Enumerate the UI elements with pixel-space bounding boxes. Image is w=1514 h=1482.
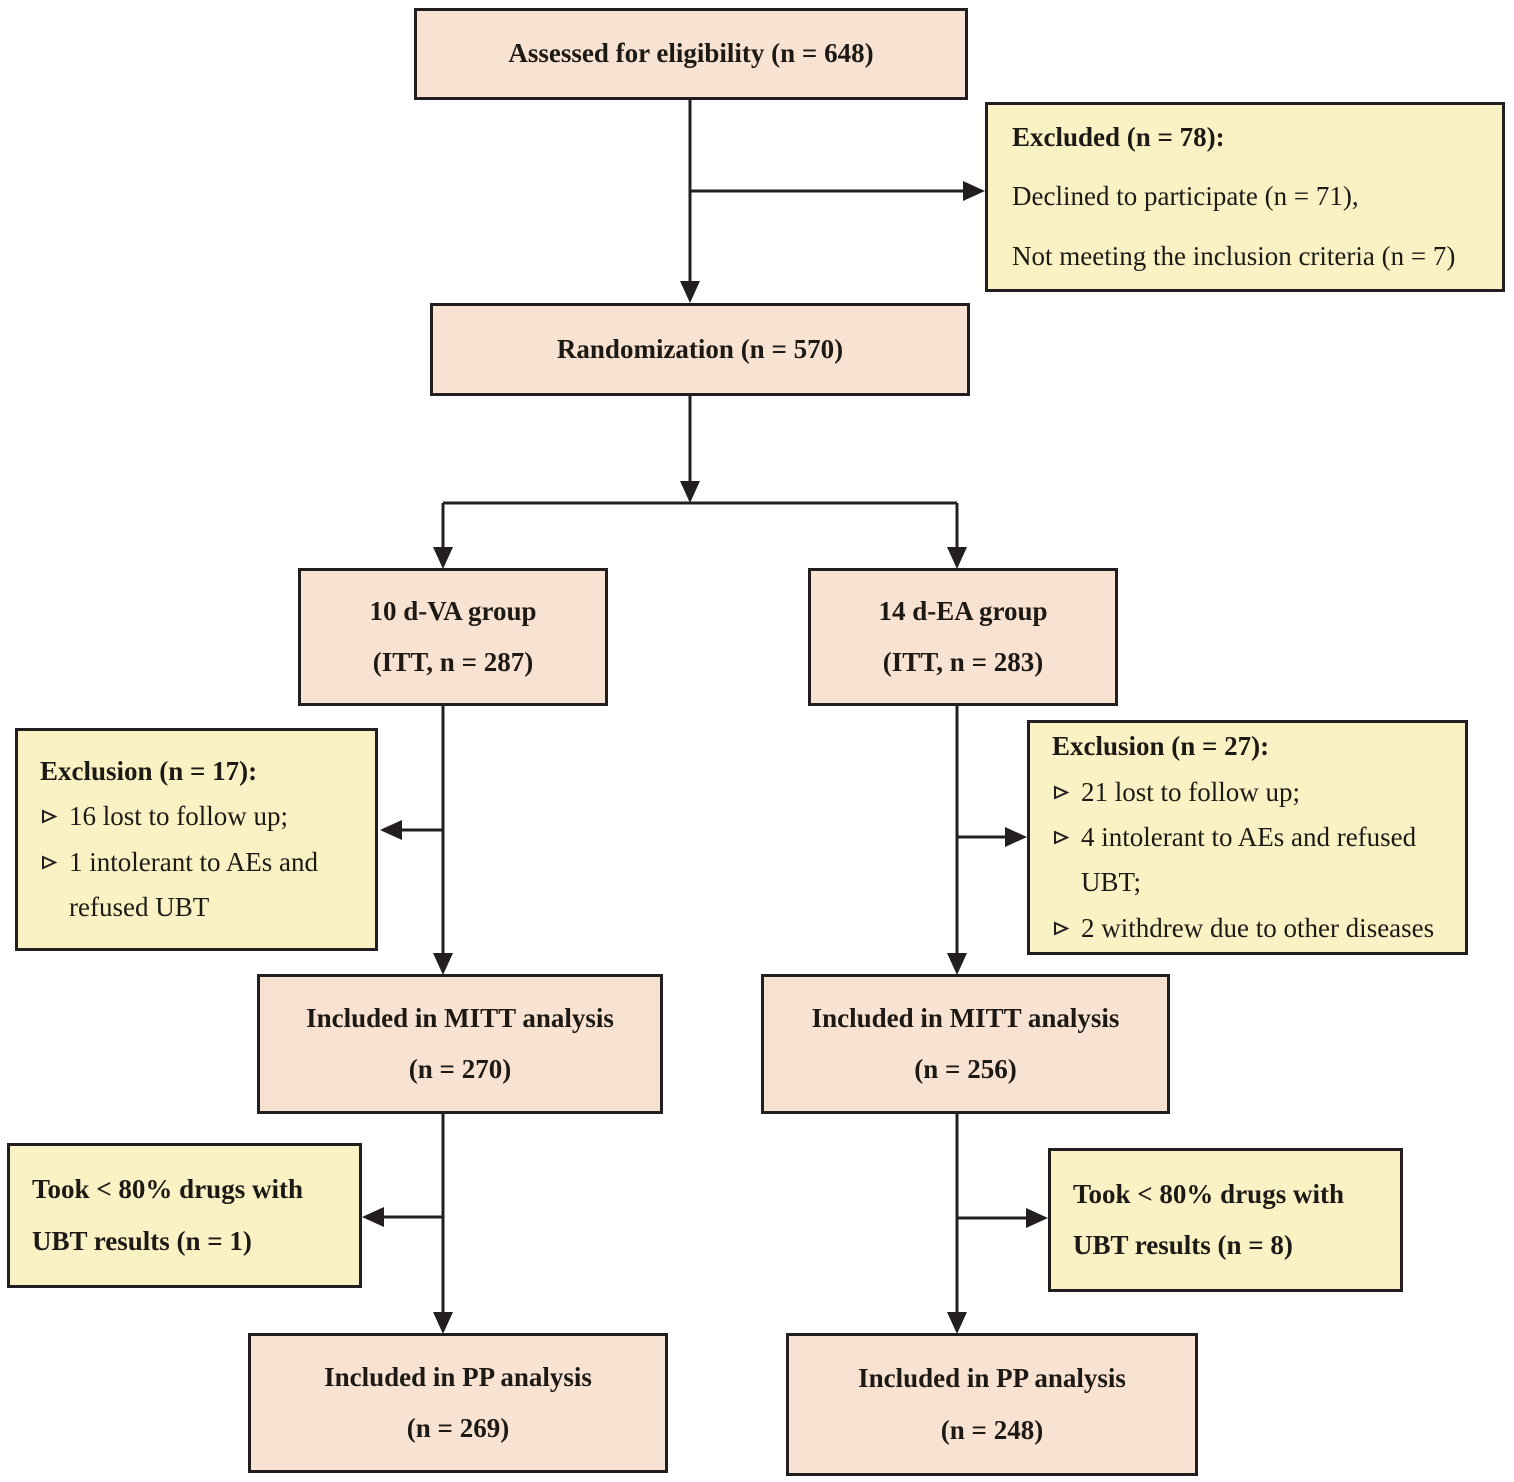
mitt-ea-label: Included in MITT analysis bbox=[811, 1002, 1120, 1033]
arrowhead-bullet-icon bbox=[1054, 921, 1070, 936]
group-va-count: (ITT, n = 287) bbox=[372, 647, 534, 677]
took-va-text2: UBT results (n = 1) bbox=[32, 1225, 252, 1256]
arrowhead-bullet-icon bbox=[1054, 785, 1070, 800]
group-ea-count: (ITT, n = 283) bbox=[882, 647, 1044, 677]
exclusion-va-title: Exclusion (n = 17): bbox=[40, 755, 258, 786]
excluded-item: Declined to participate (n = 71), bbox=[1012, 181, 1359, 212]
arrow-mitt-va-to-pp-va bbox=[433, 1114, 453, 1334]
arrow-to-took-ea bbox=[957, 1208, 1048, 1228]
box-mitt-va: Included in MITT analysis (n = 270) bbox=[257, 974, 663, 1114]
took-va-text1: Took < 80% drugs with bbox=[32, 1174, 303, 1205]
arrow-group-va-to-mitt-va bbox=[433, 706, 453, 975]
arrowhead-bullet-icon bbox=[42, 855, 58, 870]
exclusion-ea-item: 2 withdrew due to other diseases bbox=[1052, 906, 1455, 951]
pp-ea-count: (n = 248) bbox=[940, 1414, 1044, 1445]
pp-va-label: Included in PP analysis bbox=[324, 1361, 592, 1392]
exclusion-ea-item: 21 lost to follow up; bbox=[1052, 770, 1455, 815]
exclusion-va-item-text: 16 lost to follow up; bbox=[69, 801, 289, 832]
pp-va-count: (n = 269) bbox=[406, 1413, 510, 1443]
box-exclusion-va: Exclusion (n = 17): 16 lost to follow up… bbox=[15, 728, 378, 951]
arrow-to-took-va bbox=[362, 1207, 443, 1227]
exclusion-ea-item-text: 4 intolerant to AEs and refused UBT; bbox=[1081, 822, 1417, 898]
arrow-split-to-group-va bbox=[433, 503, 453, 569]
exclusion-ea-item-text: 2 withdrew due to other diseases bbox=[1081, 912, 1435, 943]
box-took-ea: Took < 80% drugs with UBT results (n = 8… bbox=[1048, 1148, 1403, 1292]
mitt-ea-count: (n = 256) bbox=[914, 1054, 1017, 1084]
box-group-va: 10 d-VA group (ITT, n = 287) bbox=[298, 568, 608, 706]
box-assessed-for-eligibility: Assessed for eligibility (n = 648) bbox=[414, 8, 968, 100]
box-mitt-ea: Included in MITT analysis (n = 256) bbox=[761, 974, 1170, 1114]
exclusion-va-item-text: 1 intolerant to AEs and refused UBT bbox=[69, 846, 318, 923]
mitt-va-count: (n = 270) bbox=[408, 1054, 512, 1084]
group-ea-name: 14 d-EA group bbox=[878, 595, 1048, 626]
arrow-to-exclusion-va bbox=[380, 820, 443, 840]
took-ea-text2: UBT results (n = 8) bbox=[1073, 1230, 1293, 1260]
arrow-randomization-to-split bbox=[680, 396, 700, 503]
exclusion-va-item: 1 intolerant to AEs and refused UBT bbox=[40, 840, 365, 931]
box-pp-va: Included in PP analysis (n = 269) bbox=[248, 1333, 668, 1473]
arrow-split-to-group-ea bbox=[947, 503, 967, 569]
arrowhead-bullet-icon bbox=[1054, 830, 1070, 845]
pp-ea-label: Included in PP analysis bbox=[858, 1363, 1126, 1394]
took-ea-text1: Took < 80% drugs with bbox=[1073, 1178, 1344, 1209]
exclusion-ea-item-text: 21 lost to follow up; bbox=[1081, 776, 1301, 807]
group-va-name: 10 d-VA group bbox=[369, 595, 537, 626]
excluded-title: Excluded (n = 78): bbox=[1012, 121, 1225, 152]
box-excluded: Excluded (n = 78): Declined to participa… bbox=[985, 102, 1505, 292]
arrow-assessed-to-randomization bbox=[680, 100, 700, 303]
box-exclusion-ea: Exclusion (n = 27): 21 lost to follow up… bbox=[1027, 720, 1468, 955]
assessed-text: Assessed for eligibility (n = 648) bbox=[508, 38, 874, 69]
arrow-to-excluded bbox=[690, 181, 985, 201]
excluded-item: Not meeting the inclusion criteria (n = … bbox=[1012, 240, 1456, 271]
arrow-to-exclusion-ea bbox=[957, 827, 1027, 847]
arrow-mitt-ea-to-pp-ea bbox=[947, 1114, 967, 1334]
exclusion-va-item: 16 lost to follow up; bbox=[40, 794, 365, 839]
box-randomization: Randomization (n = 570) bbox=[430, 303, 970, 396]
mitt-va-label: Included in MITT analysis bbox=[306, 1002, 614, 1033]
exclusion-ea-title: Exclusion (n = 27): bbox=[1052, 730, 1270, 761]
arrowhead-bullet-icon bbox=[42, 809, 58, 824]
exclusion-ea-item: 4 intolerant to AEs and refused UBT; bbox=[1052, 815, 1455, 906]
randomization-text: Randomization (n = 570) bbox=[556, 333, 844, 364]
box-pp-ea: Included in PP analysis (n = 248) bbox=[786, 1333, 1198, 1476]
box-took-va: Took < 80% drugs with UBT results (n = 1… bbox=[7, 1143, 362, 1288]
box-group-ea: 14 d-EA group (ITT, n = 283) bbox=[808, 568, 1118, 706]
arrow-group-ea-to-mitt-ea bbox=[947, 706, 967, 975]
